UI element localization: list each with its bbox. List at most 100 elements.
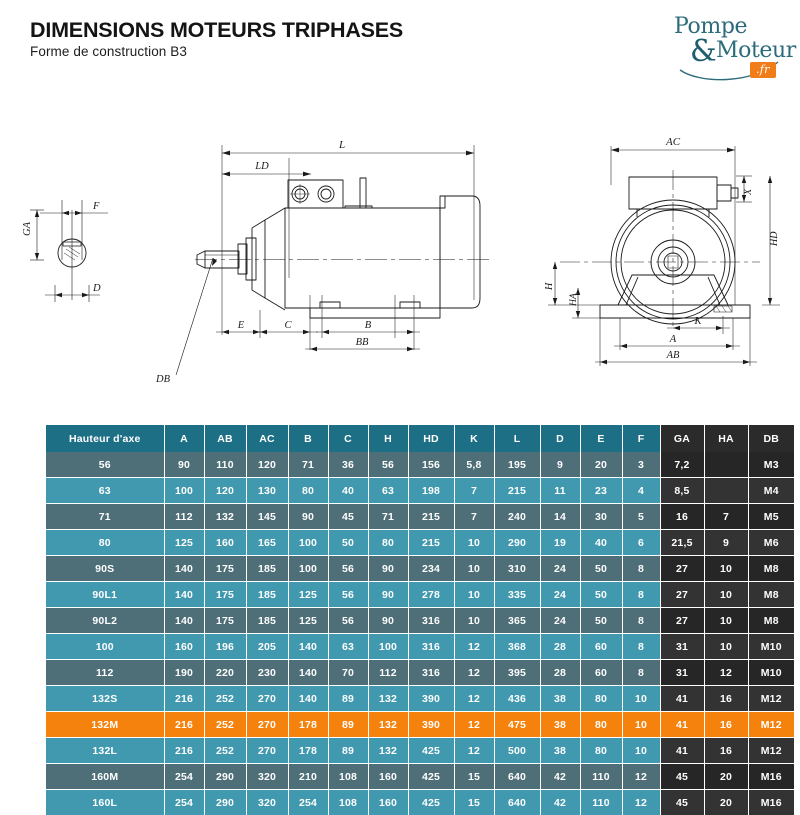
- table-header-l: L: [494, 425, 540, 452]
- cell-h: 80: [368, 530, 408, 556]
- cell-d: 24: [540, 556, 580, 582]
- table-header-db: DB: [748, 425, 794, 452]
- cell-a: 190: [164, 660, 204, 686]
- dim-label-db: DB: [155, 374, 171, 385]
- cell-d: 28: [540, 634, 580, 660]
- table-header-a: A: [164, 425, 204, 452]
- dim-label-ha: HA: [569, 293, 579, 307]
- cell-f: 10: [622, 686, 660, 712]
- cell-hd: 316: [408, 660, 454, 686]
- cell-f: 12: [622, 764, 660, 790]
- cell-d: 28: [540, 660, 580, 686]
- cell-ha: 10: [704, 582, 748, 608]
- table-header-ac: AC: [246, 425, 288, 452]
- cell-k: 12: [454, 738, 494, 764]
- cell-f: 3: [622, 452, 660, 478]
- page-header: DIMENSIONS MOTEURS TRIPHASES Forme de co…: [0, 0, 800, 110]
- cell-ab: 290: [204, 764, 246, 790]
- cell-ha: 20: [704, 764, 748, 790]
- cell-f: 8: [622, 634, 660, 660]
- cell-l: 475: [494, 712, 540, 738]
- cell-db: M8: [748, 556, 794, 582]
- cell-hd: 316: [408, 634, 454, 660]
- cell-ac: 270: [246, 738, 288, 764]
- cell-hd: 425: [408, 738, 454, 764]
- cell-ga: 27: [660, 556, 704, 582]
- cell-ac: 185: [246, 582, 288, 608]
- cell-h: 160: [368, 764, 408, 790]
- cell-db: M5: [748, 504, 794, 530]
- cell-db: M8: [748, 608, 794, 634]
- cell-d: 11: [540, 478, 580, 504]
- cell-c: 56: [328, 608, 368, 634]
- cell-k: 7: [454, 478, 494, 504]
- dim-label-b: B: [365, 320, 372, 331]
- cell-b: 178: [288, 738, 328, 764]
- cell-hauteur: 112: [46, 660, 164, 686]
- cell-f: 8: [622, 556, 660, 582]
- cell-e: 60: [580, 660, 622, 686]
- cell-ga: 16: [660, 504, 704, 530]
- cell-l: 368: [494, 634, 540, 660]
- cell-ga: 45: [660, 790, 704, 815]
- table-header-b: B: [288, 425, 328, 452]
- dim-label-ac: AC: [665, 136, 681, 148]
- dim-label-ab: AB: [666, 350, 680, 361]
- table-header-ga: GA: [660, 425, 704, 452]
- cell-h: 112: [368, 660, 408, 686]
- cell-a: 140: [164, 556, 204, 582]
- dim-label-bb: BB: [356, 337, 369, 348]
- dim-label-k: K: [693, 316, 702, 327]
- cell-h: 90: [368, 582, 408, 608]
- cell-b: 90: [288, 504, 328, 530]
- cell-hd: 316: [408, 608, 454, 634]
- table-header-hd: HD: [408, 425, 454, 452]
- cell-k: 10: [454, 556, 494, 582]
- cell-ga: 21,5: [660, 530, 704, 556]
- cell-a: 254: [164, 790, 204, 815]
- cell-l: 640: [494, 790, 540, 815]
- dim-label-l: L: [338, 139, 345, 151]
- cell-hd: 215: [408, 530, 454, 556]
- cell-f: 6: [622, 530, 660, 556]
- cell-ha: 16: [704, 686, 748, 712]
- cell-c: 36: [328, 452, 368, 478]
- logo-word-moteur: Moteur: [716, 38, 796, 63]
- cell-ga: 27: [660, 608, 704, 634]
- cell-a: 90: [164, 452, 204, 478]
- cell-k: 15: [454, 764, 494, 790]
- cell-l: 215: [494, 478, 540, 504]
- brand-logo: Pompe & Moteur .fr: [666, 12, 792, 84]
- dim-label-x: X: [743, 188, 754, 196]
- cell-ab: 132: [204, 504, 246, 530]
- cell-hauteur: 80: [46, 530, 164, 556]
- cell-ha: 10: [704, 556, 748, 582]
- cell-h: 56: [368, 452, 408, 478]
- cell-db: M16: [748, 764, 794, 790]
- cell-hauteur: 160L: [46, 790, 164, 815]
- cell-e: 50: [580, 582, 622, 608]
- cell-l: 290: [494, 530, 540, 556]
- cell-l: 436: [494, 686, 540, 712]
- cell-d: 38: [540, 686, 580, 712]
- cell-e: 40: [580, 530, 622, 556]
- cell-b: 254: [288, 790, 328, 815]
- cell-k: 7: [454, 504, 494, 530]
